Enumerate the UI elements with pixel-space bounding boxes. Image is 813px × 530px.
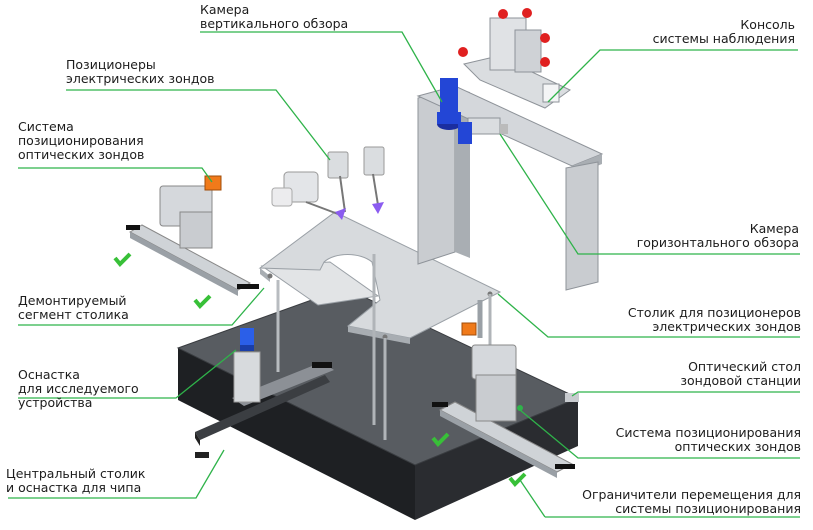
label-line: Ограничители перемещения для — [582, 488, 801, 502]
label-line: Камера — [200, 3, 348, 17]
label-optical-table: Оптический стол зондовой станции — [680, 360, 801, 388]
label-line: для исследуемого — [18, 382, 139, 396]
label-dut-fixture: Оснастка для исследуемого устройства — [18, 368, 139, 410]
label-line: Оснастка — [18, 368, 139, 382]
label-optical-positioning-right: Система позиционирования оптических зонд… — [616, 426, 801, 454]
label-line: устройства — [18, 396, 139, 410]
label-line: системы наблюдения — [653, 32, 795, 46]
label-line: Столик для позиционеров — [628, 306, 801, 320]
label-line: Система позиционирования — [616, 426, 801, 440]
label-line: горизонтального обзора — [637, 236, 799, 250]
label-travel-limiters: Ограничители перемещения для системы поз… — [582, 488, 801, 516]
label-line: оптических зондов — [616, 440, 801, 454]
label-line: Система — [18, 120, 144, 134]
optical-positioning-left — [115, 176, 259, 306]
label-optical-positioning-left: Система позиционирования оптических зонд… — [18, 120, 144, 162]
label-line: электрических зондов — [628, 320, 801, 334]
label-console: Консоль системы наблюдения — [653, 18, 795, 46]
leader-travel-limiters-b — [520, 480, 545, 517]
leader-console — [548, 50, 798, 102]
label-central-table: Центральный столик и оснастка для чипа — [6, 467, 145, 495]
label-vertical-camera: Камера вертикального обзора — [200, 3, 348, 31]
label-line: Консоль — [653, 18, 795, 32]
label-line: позиционирования — [18, 134, 144, 148]
label-line: Центральный столик — [6, 467, 145, 481]
leader-optical-table — [572, 392, 800, 396]
label-horizontal-camera: Камера горизонтального обзора — [637, 222, 799, 250]
label-line: сегмент столика — [18, 308, 129, 322]
label-line: электрических зондов — [66, 72, 215, 86]
label-line: Камера — [637, 222, 799, 236]
label-line: зондовой станции — [680, 374, 801, 388]
vertical-camera — [437, 78, 461, 130]
label-line: вертикального обзора — [200, 17, 348, 31]
leader-vertical-camera — [200, 32, 442, 102]
label-line: и оснастка для чипа — [6, 481, 145, 495]
label-line: Демонтируемый — [18, 294, 129, 308]
label-line: Позиционеры — [66, 58, 215, 72]
label-electric-table: Столик для позиционеров электрических зо… — [628, 306, 801, 334]
label-line: оптических зондов — [18, 148, 144, 162]
label-line: системы позиционирования — [582, 502, 801, 516]
leader-optical-left — [18, 168, 212, 182]
label-line: Оптический стол — [680, 360, 801, 374]
label-removable-segment: Демонтируемый сегмент столика — [18, 294, 129, 322]
label-electric-positioners: Позиционеры электрических зондов — [66, 58, 215, 86]
